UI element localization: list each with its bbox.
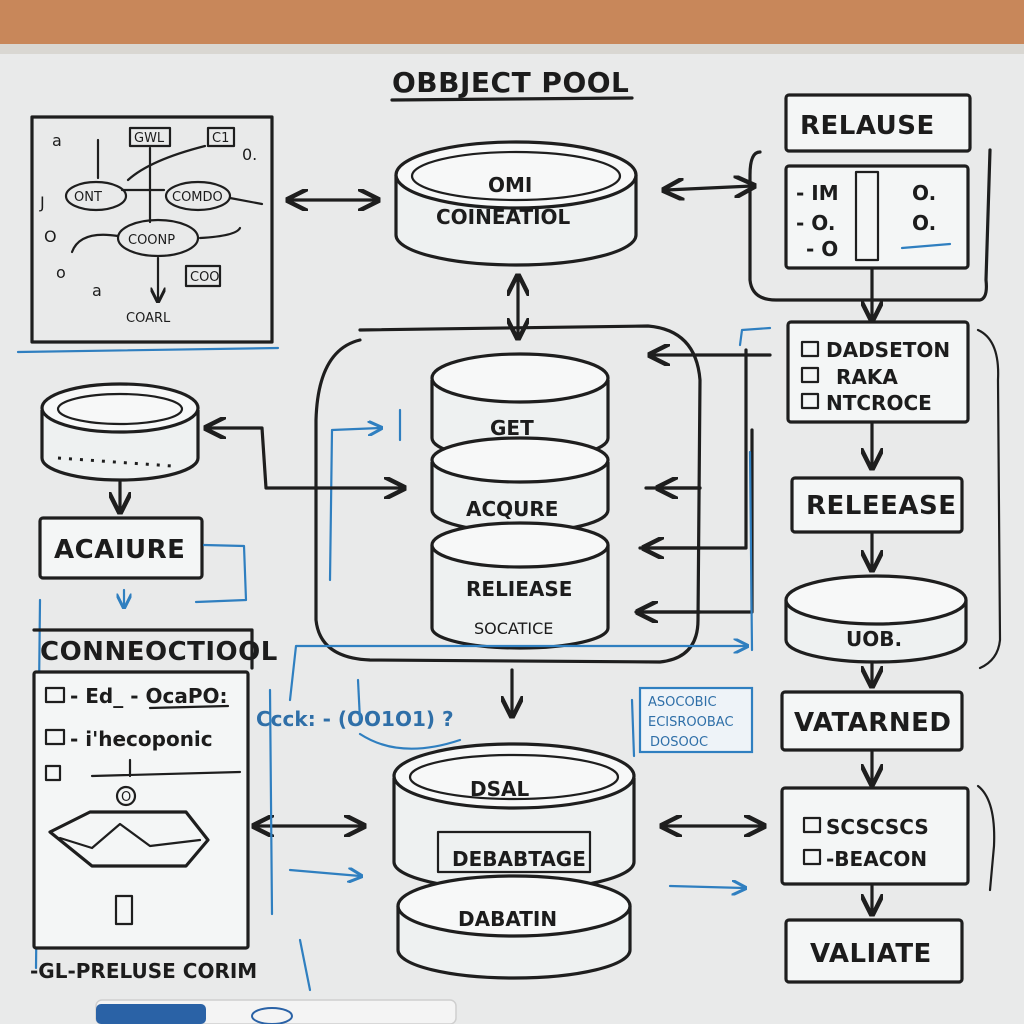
node-coonp: COONP	[128, 233, 175, 248]
top-left-diagram: GWL C1 ONT COMDO COONP COO COARL a 0. J …	[16, 115, 280, 354]
bottom-top-label: DSAL	[470, 777, 529, 801]
svg-text:VATARNED: VATARNED	[794, 708, 951, 738]
mark-3: J	[39, 193, 45, 212]
right-list-1: DADSETON	[826, 338, 950, 362]
release-box: RELEEASE	[790, 476, 964, 534]
stack-acquire: ACQURE	[466, 497, 558, 521]
arrow-pool-to-release	[666, 186, 752, 190]
center-loop	[314, 324, 702, 664]
release-top-label: RELAUSE	[800, 111, 935, 141]
svg-text:RELEEASE: RELEEASE	[806, 491, 956, 521]
connection-row-1: - Ed_ - OcaPO:	[70, 684, 227, 708]
top-pool-line2: COINEATIOL	[436, 205, 571, 229]
right-cylinder: UOB.	[784, 574, 968, 664]
acquire-box: ACAIURE	[38, 516, 204, 580]
release-row-2: - O.	[796, 211, 835, 235]
connection-title: CONNEOCTIOOL	[40, 637, 278, 667]
blue-note: Ccck: - (OO1O1) ?	[256, 707, 454, 731]
svg-text:VALIATE: VALIATE	[810, 939, 932, 969]
status-line-1: SCSCSCS	[826, 815, 929, 839]
varned-box: VATARNED	[780, 690, 964, 752]
top-pool-line1: OMI	[488, 173, 532, 197]
node-gwl: GWL	[134, 131, 165, 146]
bottom-bottom-label: DABATIN	[458, 907, 557, 931]
mark-6: a	[92, 281, 102, 300]
stack-get: GET	[490, 416, 534, 440]
release-row-4: O.	[912, 181, 936, 205]
right-list-2: RAKA	[836, 365, 898, 389]
center-stack: GET ACQURE RELIEASE SOCATICE	[430, 352, 610, 650]
node-coo: COO	[190, 270, 220, 285]
status-box: SCSCSCS -BEACON	[780, 784, 996, 892]
right-list-box: DADSETON RAKA NTCROCE	[786, 320, 1002, 670]
connection-row-2: - i'hecoponic	[70, 727, 213, 751]
svg-text:ACAIURE: ACAIURE	[54, 535, 185, 565]
node-ont: ONT	[74, 190, 102, 205]
connection-row-3: O	[121, 790, 131, 805]
stack-socatice: SOCATICE	[474, 619, 553, 638]
connection-footer: -GL-PRELUSE CORIM	[30, 959, 257, 983]
board-title: OBBJECT POOL	[392, 66, 629, 99]
node-coarl: COARL	[126, 311, 171, 326]
board-frame	[0, 0, 1024, 52]
blue-info-box: ASOCOBIC ECISROOBAC DOSOOC	[630, 686, 754, 758]
validate-box: VALIATE	[784, 918, 964, 984]
top-pool-cylinder: OMI COINEATIOL	[394, 140, 638, 267]
release-row-5: O.	[912, 211, 936, 235]
svg-text:UOB.: UOB.	[846, 627, 902, 651]
left-cylinder	[40, 382, 200, 482]
mark-4: O	[44, 227, 57, 246]
svg-text:ASOCOBIC: ASOCOBIC	[648, 695, 717, 710]
release-row-1: - IM	[796, 181, 839, 205]
mark-1: a	[52, 131, 62, 150]
connection-panel: CONNEOCTIOOL - Ed_ - OcaPO: - i'hecoponi…	[30, 628, 278, 983]
bottom-stack: DSAL DEBABTAGE DABATIN	[392, 742, 636, 980]
release-top-panel: RELAUSE - IM - O. - O O. O.	[748, 93, 992, 302]
stack-release: RELIEASE	[466, 577, 572, 601]
svg-text:ECISROOBAC: ECISROOBAC	[648, 715, 734, 730]
mark-5: o	[56, 263, 66, 282]
node-c1: C1	[212, 131, 229, 146]
marker-pen	[95, 999, 457, 1024]
mark-2: 0.	[242, 145, 257, 164]
bottom-mid-label: DEBABTAGE	[452, 847, 586, 871]
right-list-3: NTCROCE	[826, 391, 932, 415]
status-line-2: -BEACON	[826, 847, 927, 871]
svg-text:DOSOOC: DOSOOC	[650, 735, 708, 750]
release-row-3: - O	[806, 237, 838, 261]
node-comdo: COMDO	[172, 190, 223, 205]
